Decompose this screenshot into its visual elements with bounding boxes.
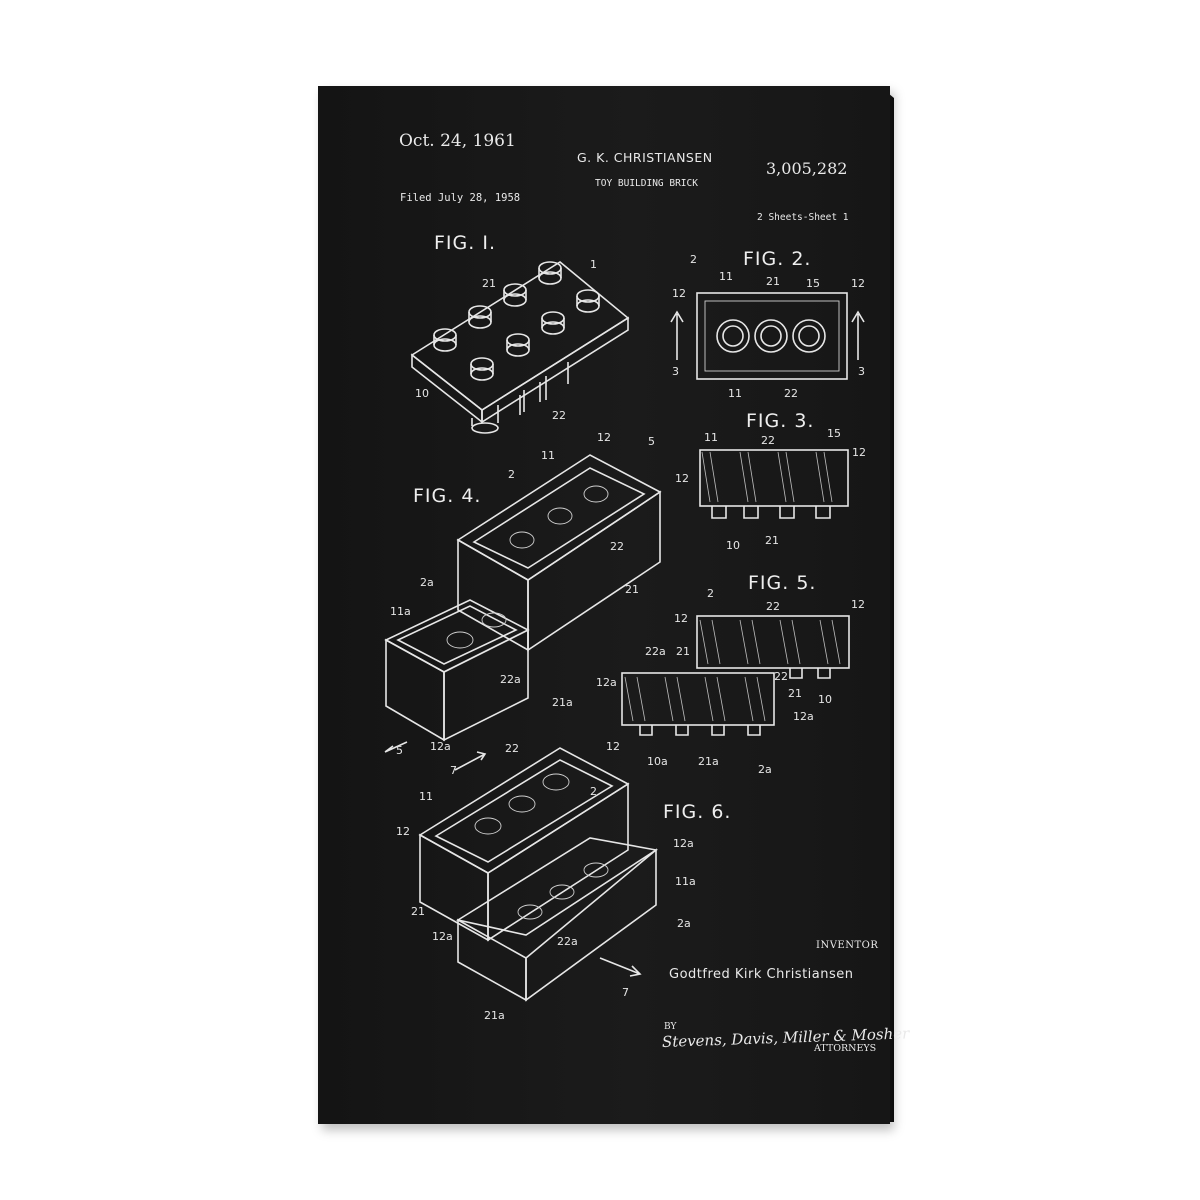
svg-text:11: 11: [704, 431, 718, 444]
svg-text:22: 22: [774, 670, 788, 683]
svg-text:22: 22: [610, 540, 624, 553]
svg-text:2: 2: [508, 468, 515, 481]
svg-text:10: 10: [415, 387, 429, 400]
svg-text:22a: 22a: [500, 673, 521, 686]
svg-text:3: 3: [858, 365, 865, 378]
svg-text:21: 21: [411, 905, 425, 918]
svg-text:21: 21: [788, 687, 802, 700]
attorneys-label: ATTORNEYS: [814, 1043, 877, 1054]
svg-text:21: 21: [676, 645, 690, 658]
svg-text:12a: 12a: [793, 710, 814, 723]
svg-text:21a: 21a: [698, 755, 719, 768]
figure-6-label: FIG. 6.: [663, 801, 732, 823]
svg-text:2: 2: [707, 587, 714, 600]
by-label: BY: [664, 1022, 677, 1032]
svg-text:12: 12: [675, 472, 689, 485]
svg-text:11: 11: [419, 790, 433, 803]
svg-text:21: 21: [765, 534, 779, 547]
svg-text:2: 2: [590, 785, 597, 798]
patent-date: Oct. 24, 1961: [399, 131, 516, 151]
svg-text:12: 12: [852, 446, 866, 459]
figure-5-label: FIG. 5.: [748, 572, 817, 594]
figure-2-drawing: 2 11 21 15 12 12 3 3 11 22: [670, 253, 865, 400]
patent-number: 3,005,282: [766, 159, 848, 178]
svg-text:11a: 11a: [675, 875, 696, 888]
figure-1-label: FIG. I.: [434, 232, 496, 254]
svg-text:2: 2: [690, 253, 697, 266]
svg-text:2a: 2a: [420, 576, 434, 589]
svg-text:15: 15: [827, 427, 841, 440]
svg-text:21: 21: [625, 583, 639, 596]
svg-text:5: 5: [396, 744, 403, 757]
svg-text:12: 12: [674, 612, 688, 625]
figure-2-label: FIG. 2.: [743, 248, 812, 270]
svg-text:3: 3: [672, 365, 679, 378]
svg-text:11: 11: [541, 449, 555, 462]
svg-text:22: 22: [552, 409, 566, 422]
svg-text:22: 22: [784, 387, 798, 400]
svg-text:10: 10: [818, 693, 832, 706]
svg-text:21: 21: [766, 275, 780, 288]
figure-4-drawing: 12 11 2 5 22 21 2a 11a 22a 21a 12a 5: [384, 431, 662, 757]
svg-text:12a: 12a: [432, 930, 453, 943]
svg-text:21a: 21a: [484, 1009, 505, 1022]
inventor-short-name: G. K. CHRISTIANSEN: [577, 150, 713, 165]
svg-text:5: 5: [648, 435, 655, 448]
svg-text:21: 21: [482, 277, 496, 290]
figure-5-drawing: 2 22 12 12 22a 21 12a 22 21 10 12a 10a 2…: [596, 587, 865, 776]
figure-3-drawing: 11 22 15 12 12 10 21: [675, 427, 866, 552]
figure-6-drawing: 7 22 12 2 11 12 12a 11a 2a 21 12a 22a 21…: [396, 740, 696, 1022]
figure-4-label: FIG. 4.: [413, 485, 482, 507]
svg-text:22a: 22a: [557, 935, 578, 948]
svg-text:12: 12: [851, 277, 865, 290]
inventor-name: Godtfred Kirk Christiansen: [669, 967, 854, 982]
filed-date: Filed July 28, 1958: [400, 192, 521, 204]
svg-text:12: 12: [851, 598, 865, 611]
svg-text:21a: 21a: [552, 696, 573, 709]
svg-text:12: 12: [672, 287, 686, 300]
svg-text:10: 10: [726, 539, 740, 552]
canvas-print: [318, 86, 890, 1124]
svg-text:12: 12: [606, 740, 620, 753]
svg-text:15: 15: [806, 277, 820, 290]
svg-text:12a: 12a: [596, 676, 617, 689]
sheet-count: 2 Sheets-Sheet 1: [757, 212, 849, 223]
svg-text:22: 22: [766, 600, 780, 613]
svg-text:10a: 10a: [647, 755, 668, 768]
svg-text:1: 1: [590, 258, 597, 271]
figure-3-label: FIG. 3.: [746, 410, 815, 432]
svg-text:2a: 2a: [677, 917, 691, 930]
figure-1-drawing: 10 21 1 22: [410, 258, 630, 434]
svg-text:12a: 12a: [430, 740, 451, 753]
svg-text:7: 7: [450, 764, 457, 777]
svg-text:11: 11: [719, 270, 733, 283]
svg-text:7: 7: [622, 986, 629, 999]
svg-text:11: 11: [728, 387, 742, 400]
svg-text:12a: 12a: [673, 837, 694, 850]
svg-text:22a: 22a: [645, 645, 666, 658]
svg-text:22: 22: [761, 434, 775, 447]
patent-title: TOY BUILDING BRICK: [595, 178, 698, 189]
svg-text:12: 12: [597, 431, 611, 444]
svg-text:12: 12: [396, 825, 410, 838]
svg-text:11a: 11a: [390, 605, 411, 618]
inventor-label: INVENTOR: [816, 940, 879, 951]
svg-text:22: 22: [505, 742, 519, 755]
svg-text:2a: 2a: [758, 763, 772, 776]
